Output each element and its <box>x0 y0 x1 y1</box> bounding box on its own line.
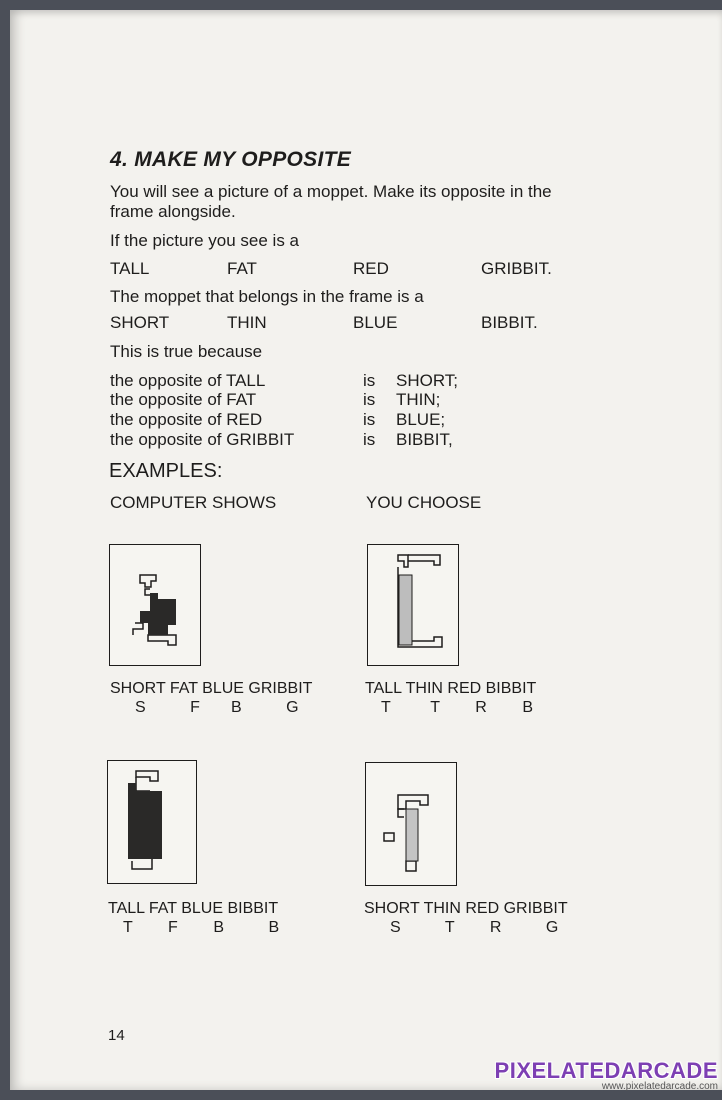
example-2-letters: T T R B <box>381 699 534 716</box>
opposite-is: is <box>363 430 376 449</box>
tall-fat-gribbit-moppet <box>128 770 162 870</box>
example-3-answer-frame <box>365 762 457 886</box>
opposite-left: the opposite of FAT <box>110 390 257 409</box>
opposite-is: is <box>363 390 376 409</box>
example-1-frame <box>109 544 201 666</box>
watermark-url: www.pixelatedarcade.com <box>601 1081 718 1092</box>
watermark-logo: PIXELATEDARCADE <box>494 1058 718 1083</box>
row2-word: SHORT <box>110 313 170 332</box>
examples-heading: EXAMPLES: <box>109 460 223 482</box>
row2-word: BLUE <box>353 313 398 332</box>
opposite-is: is <box>363 371 376 390</box>
opposite-is: is <box>363 410 376 429</box>
short-fat-gribbit-moppet <box>132 574 177 646</box>
if-picture-text: If the picture you see is a <box>110 231 299 250</box>
row1-word: FAT <box>227 259 257 278</box>
you-choose-label: YOU CHOOSE <box>366 493 482 512</box>
example-4-words: SHORT THIN RED GRIBBIT <box>364 900 568 917</box>
example-1-words: SHORT FAT BLUE GRIBBIT <box>110 680 313 697</box>
opposite-left: the opposite of TALL <box>110 371 266 390</box>
tall-thin-bibbit-moppet <box>397 554 443 648</box>
intro-line-1: You will see a picture of a moppet. Make… <box>110 182 552 201</box>
opposite-left: the opposite of GRIBBIT <box>110 430 295 449</box>
example-2-words: TALL THIN RED BIBBIT <box>365 680 537 697</box>
computer-shows-label: COMPUTER SHOWS <box>110 493 277 512</box>
opposite-left: the opposite of RED <box>110 410 263 429</box>
moppet-belongs-text: The moppet that belongs in the frame is … <box>110 287 424 306</box>
row2-word: BIBBIT. <box>481 313 538 332</box>
true-because-text: This is true because <box>110 342 263 361</box>
intro-line-2: frame alongside. <box>110 202 236 221</box>
page-number: 14 <box>108 1027 125 1044</box>
row1-word: RED <box>353 259 389 278</box>
row2-word: THIN <box>227 313 267 332</box>
opposite-right: THIN; <box>396 390 441 409</box>
example-3-frame <box>107 760 197 884</box>
opposite-right: BIBBIT, <box>396 430 453 449</box>
example-1-letters: S F B G <box>135 699 299 716</box>
row1-word: TALL <box>110 259 150 278</box>
watermark: PIXELATEDARCADE www.pixelatedarcade.com <box>495 1058 718 1092</box>
example-4-letters: S T R G <box>390 919 559 936</box>
section-title: 4. MAKE MY OPPOSITE <box>110 148 352 171</box>
row1-word: GRIBBIT. <box>481 259 552 278</box>
opposite-right: BLUE; <box>396 410 446 429</box>
short-thin-gribbit-moppet <box>383 794 429 872</box>
example-1-answer-frame <box>367 544 459 666</box>
opposite-right: SHORT; <box>396 371 459 390</box>
example-3-letters: T F B B <box>123 919 280 936</box>
example-3-words: TALL FAT BLUE BIBBIT <box>108 900 279 917</box>
